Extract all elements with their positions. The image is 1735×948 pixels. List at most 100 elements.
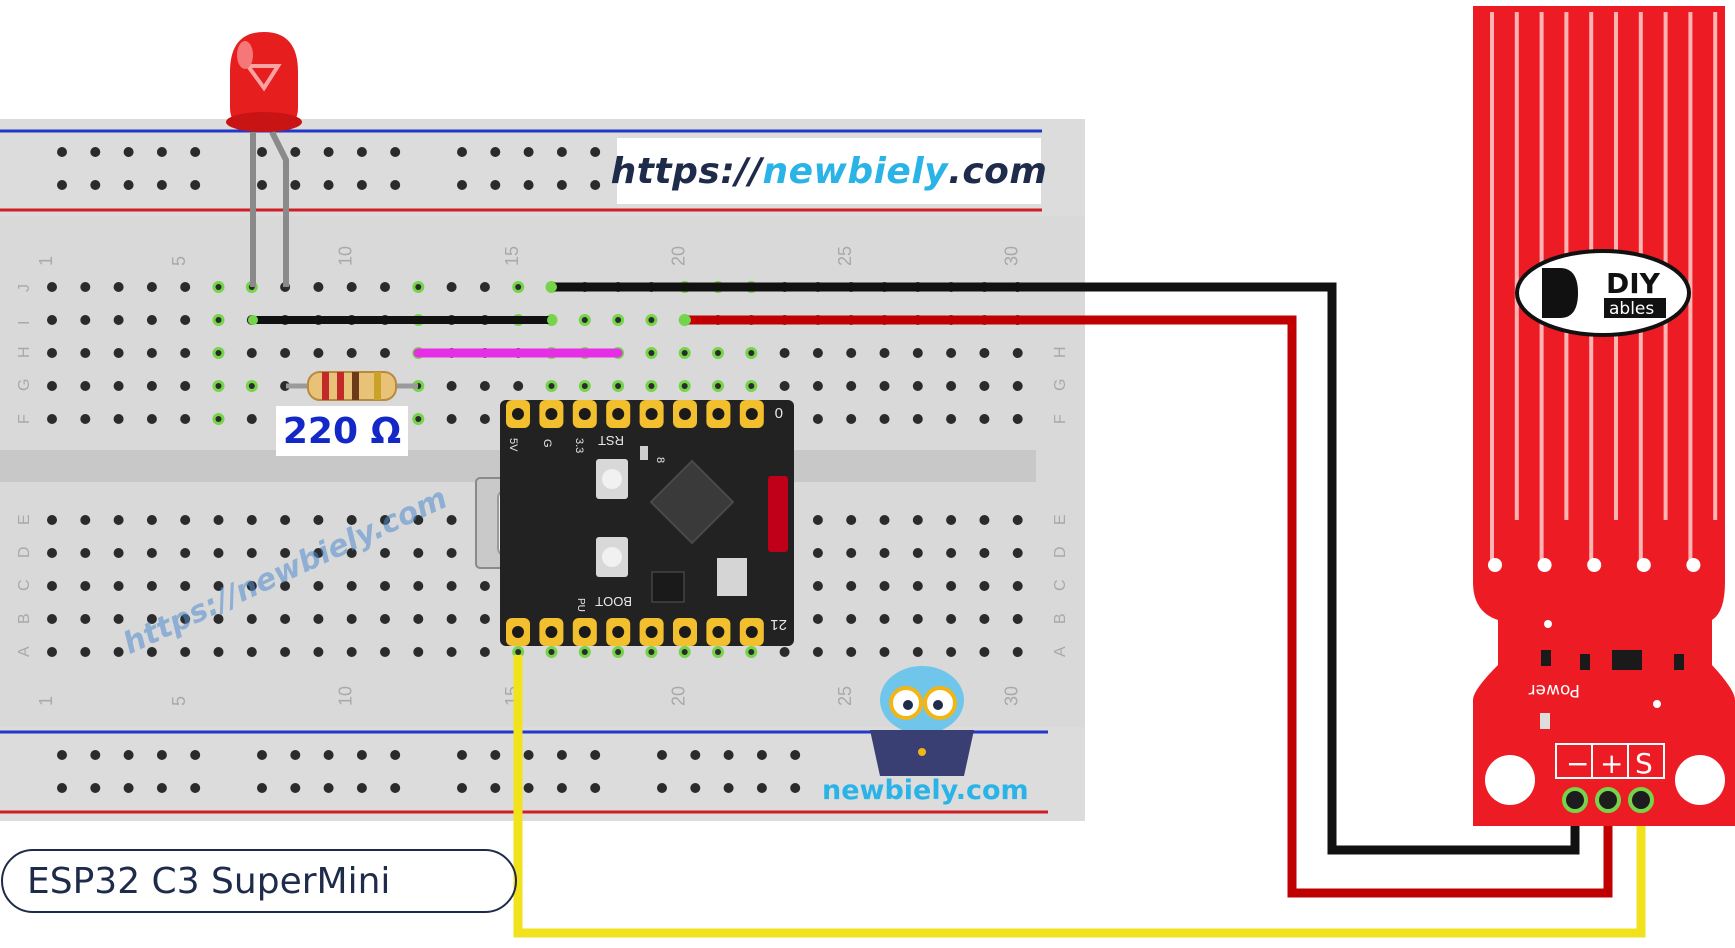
breadboard-hole: [479, 381, 490, 391]
sensor-via: [1653, 700, 1661, 708]
breadboard-hole: [979, 548, 990, 558]
breadboard-hole: [246, 348, 257, 358]
board-name: ESP32 C3 SuperMini: [27, 860, 391, 902]
breadboard-hole: [380, 282, 390, 292]
breadboard-hole: [313, 348, 324, 358]
breadboard-hole: [1012, 414, 1023, 424]
breadboard-hole: [80, 515, 91, 525]
rail-hole: [257, 180, 267, 190]
breadboard-hole: [146, 515, 157, 525]
label-rst: RST: [598, 433, 624, 448]
breadboard-hole: [113, 282, 124, 292]
owl-brand-text: newbiely.com: [822, 775, 1029, 806]
jumper-end: [547, 315, 557, 325]
breadboard-hole: [912, 581, 923, 591]
rail-hole: [590, 750, 601, 760]
rail-hole: [723, 750, 734, 760]
breadboard-hole: [446, 581, 457, 591]
column-number: 15: [502, 246, 522, 266]
jumpers: [248, 282, 691, 358]
pin-hole: [745, 626, 758, 638]
breadboard-hole-center: [681, 383, 688, 389]
breadboard-hole-center: [648, 350, 655, 356]
pin-label-plus: +: [1600, 747, 1623, 780]
owl-pupil: [903, 700, 913, 710]
breadboard-hole: [180, 381, 191, 391]
breadboard-hole: [246, 515, 257, 525]
column-number: 1: [36, 696, 56, 706]
breadboard-hole-center: [615, 317, 622, 323]
diyables-brand-top: DIY: [1606, 267, 1661, 300]
breadboard-hole: [812, 515, 823, 525]
wire-yellow-signal: [513, 655, 1646, 938]
breadboard-hole: [246, 647, 257, 657]
breadboard-hole: [380, 614, 390, 624]
breadboard-hole: [946, 348, 957, 358]
breadboard-hole: [113, 515, 124, 525]
row-letter: A: [1052, 646, 1069, 657]
breadboard-hole: [846, 515, 857, 525]
breadboard-hole-center: [215, 383, 222, 389]
breadboard-hole: [313, 581, 324, 591]
website-banner: https://newbiely.com: [611, 138, 1047, 204]
breadboard-hole: [47, 348, 57, 358]
breadboard-hole: [380, 348, 390, 358]
rail-hole: [156, 180, 167, 190]
breadboard-hole: [47, 581, 57, 591]
rail-hole: [156, 147, 167, 157]
pin-hole: [512, 626, 524, 638]
rail-hole: [290, 750, 301, 760]
breadboard-hole: [846, 548, 857, 558]
breadboard-hole: [180, 647, 191, 657]
breadboard-hole: [979, 381, 990, 391]
sensor-trace-pad: [1488, 558, 1502, 572]
breadboard-hole: [413, 548, 424, 558]
breadboard-hole-center: [581, 649, 588, 655]
led-highlight: [244, 64, 282, 92]
breadboard-hole: [346, 614, 357, 624]
breadboard-hole: [380, 581, 390, 591]
row-letter: B: [16, 613, 33, 624]
breadboard-hole: [979, 348, 990, 358]
pin-hole: [712, 408, 725, 420]
breadboard-hole: [413, 515, 424, 525]
pin-hole: [578, 408, 591, 420]
sensor-trace-pad: [1636, 558, 1651, 572]
row-letter: H: [16, 346, 33, 358]
breadboard-hole: [246, 614, 257, 624]
rail-hole: [190, 750, 201, 760]
breadboard-hole-center: [748, 383, 755, 389]
crystal: [717, 558, 747, 596]
breadboard-hole: [113, 548, 124, 558]
breadboard-hole: [47, 381, 57, 391]
breadboard-hole: [113, 348, 124, 358]
breadboard-hole: [479, 414, 490, 424]
breadboard-hole: [313, 548, 324, 558]
breadboard-hole: [146, 414, 157, 424]
breadboard-hole: [380, 548, 390, 558]
pin-label-signal: S: [1635, 747, 1653, 780]
rail-hole: [257, 750, 267, 760]
breadboard-hole-center: [548, 649, 555, 655]
breadboard-hole: [346, 647, 357, 657]
breadboard-hole-center: [515, 284, 522, 290]
breadboard-hole: [912, 414, 923, 424]
breadboard-hole: [380, 647, 390, 657]
breadboard-hole: [146, 315, 157, 325]
breadboard-hole: [879, 647, 890, 657]
breadboard-hole: [912, 614, 923, 624]
breadboard-hole: [80, 282, 91, 292]
rail-hole: [257, 783, 267, 793]
sensor-smd: [1541, 650, 1551, 666]
sensor-transistor: [1612, 650, 1642, 670]
breadboard-hole: [479, 581, 490, 591]
breadboard-hole-center: [215, 317, 222, 323]
breadboard-hole: [479, 614, 490, 624]
breadboard-hole: [912, 548, 923, 558]
row-letter: F: [16, 414, 33, 424]
breadboard-hole: [812, 381, 823, 391]
breadboard-hole: [413, 614, 424, 624]
breadboard-hole: [47, 647, 57, 657]
breadboard-hole: [47, 614, 57, 624]
rail-hole: [756, 750, 767, 760]
